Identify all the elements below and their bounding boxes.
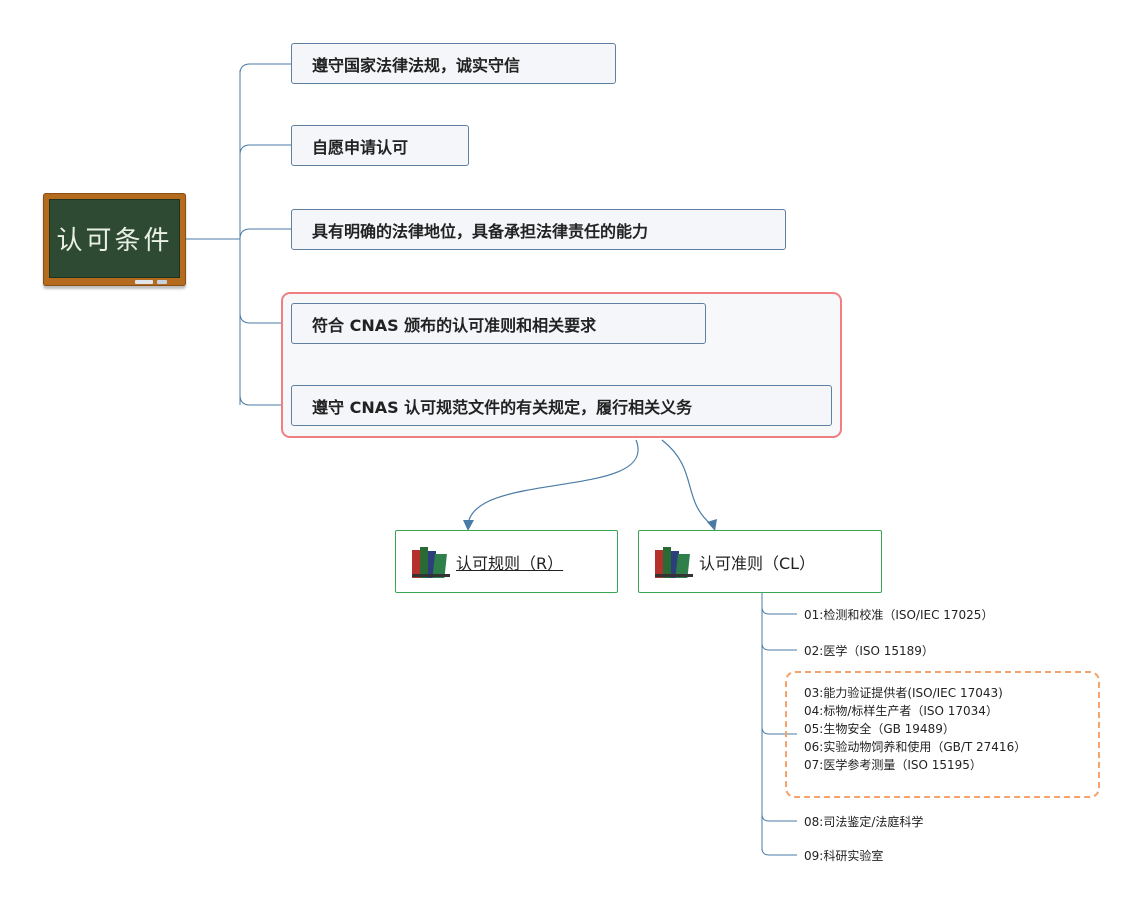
condition-topic-4[interactable]: 符合 CNAS 颁布的认可准则和相关要求 [291,303,706,344]
criteria-item-07: 07:医学参考测量（ISO 15195） [804,758,982,772]
criteria-item-04: 04:标物/标样生产者（ISO 17034） [804,704,998,718]
condition-topic-5[interactable]: 遵守 CNAS 认可规范文件的有关规定，履行相关义务 [291,385,832,426]
criteria-group-boundary [785,671,1100,798]
chalkboard: 认可条件 [49,199,180,278]
condition-label: 自愿申请认可 [312,137,409,157]
rules-node[interactable]: 认可规则（R） [395,530,618,593]
criteria-group[interactable]: 03:能力验证提供者(ISO/IEC 17043) 04:标物/标样生产者（IS… [804,684,1026,774]
criteria-item-05: 05:生物安全（GB 19489） [804,722,955,736]
eraser-icon [157,280,167,284]
condition-label: 具有明确的法律地位，具备承担法律责任的能力 [312,221,649,241]
condition-topic-3[interactable]: 具有明确的法律地位，具备承担法律责任的能力 [291,209,786,250]
criteria-item-03: 03:能力验证提供者(ISO/IEC 17043) [804,686,1003,700]
condition-topic-1[interactable]: 遵守国家法律法规，诚实守信 [291,43,616,84]
condition-label: 遵守国家法律法规，诚实守信 [312,55,521,75]
books-icon [655,546,693,578]
criteria-item-01[interactable]: 01:检测和校准（ISO/IEC 17025） [804,608,994,622]
criteria-item-09[interactable]: 09:科研实验室 [804,849,884,863]
root-label: 认可条件 [56,226,173,256]
rules-label: 认可规则（R） [456,553,564,573]
criteria-item-02[interactable]: 02:医学（ISO 15189） [804,644,934,658]
condition-label: 符合 CNAS 颁布的认可准则和相关要求 [312,315,597,335]
root-node[interactable]: 认可条件 [43,193,186,286]
criteria-item-08[interactable]: 08:司法鉴定/法庭科学 [804,815,924,829]
condition-topic-2[interactable]: 自愿申请认可 [291,125,469,166]
criteria-label: 认可准则（CL） [699,553,816,573]
criteria-node[interactable]: 认可准则（CL） [638,530,882,593]
chalk-icon [135,280,153,284]
condition-label: 遵守 CNAS 认可规范文件的有关规定，履行相关义务 [312,397,693,417]
criteria-item-06: 06:实验动物饲养和使用（GB/T 27416） [804,740,1027,754]
books-icon [412,546,450,578]
